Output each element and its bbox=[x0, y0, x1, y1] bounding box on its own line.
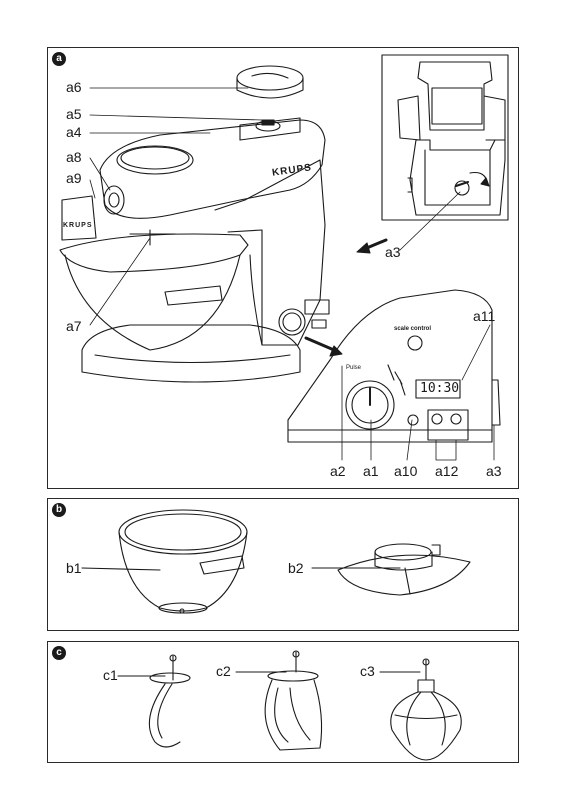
pulse-label: Pulse bbox=[346, 365, 362, 371]
arrow-head-1 bbox=[356, 242, 371, 254]
panel-b-drawing bbox=[81, 509, 471, 614]
label-c2: c2 bbox=[216, 663, 231, 679]
panel-b-badge: b bbox=[52, 503, 66, 517]
label-a11: a11 bbox=[473, 308, 496, 324]
inset-box bbox=[381, 54, 509, 221]
label-a3-top: a3 bbox=[385, 244, 401, 260]
label-a7: a7 bbox=[66, 318, 82, 334]
label-a12: a12 bbox=[435, 463, 459, 479]
brand-bowl: KRUPS bbox=[63, 222, 93, 229]
panel-a-badge: a bbox=[52, 52, 66, 66]
label-c3: c3 bbox=[360, 663, 375, 679]
inset-drawing bbox=[397, 61, 506, 216]
panel-c: c bbox=[47, 641, 519, 763]
label-a2: a2 bbox=[330, 463, 346, 479]
label-c1: c1 bbox=[103, 667, 118, 683]
label-a10: a10 bbox=[394, 463, 418, 479]
arrow-to-panel-2 bbox=[304, 336, 336, 352]
panel-c-badge: c bbox=[52, 646, 66, 660]
label-a3-bottom: a3 bbox=[486, 463, 502, 479]
label-b1: b1 bbox=[66, 560, 82, 576]
label-a1: a1 bbox=[363, 463, 379, 479]
control-panel-drawing bbox=[287, 289, 501, 443]
label-a9: a9 bbox=[66, 170, 82, 186]
timer-display: 10:30 bbox=[420, 381, 460, 396]
label-a4: a4 bbox=[66, 124, 82, 140]
leader-lines-a bbox=[89, 87, 495, 461]
label-a6: a6 bbox=[66, 79, 82, 95]
label-a8: a8 bbox=[66, 149, 82, 165]
label-b2: b2 bbox=[288, 560, 304, 576]
label-a5: a5 bbox=[66, 106, 82, 122]
panel-c-drawing bbox=[117, 650, 462, 761]
stand-mixer-drawing bbox=[59, 65, 330, 383]
scale-control-caption: scale control bbox=[394, 326, 432, 332]
